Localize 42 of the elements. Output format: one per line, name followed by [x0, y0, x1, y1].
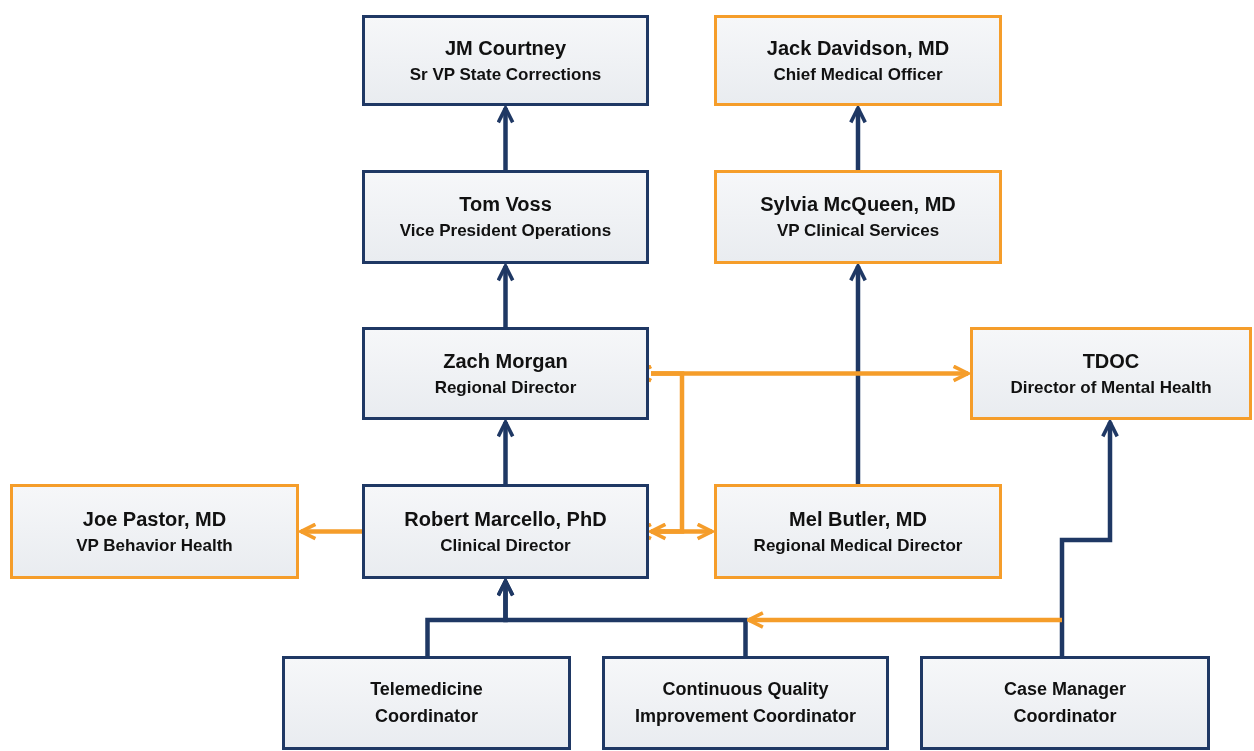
person-name: Zach Morgan — [443, 348, 568, 374]
role-title: Regional Medical Director — [753, 534, 963, 557]
person-name: JM Courtney — [444, 35, 567, 61]
org-box — [714, 15, 1002, 106]
role-title: Regional Director — [434, 376, 577, 399]
role-title: Continuous Quality Improvement Coordinator — [634, 678, 857, 728]
org-box — [714, 170, 1002, 264]
org-box — [362, 15, 649, 106]
person-name: Robert Marcello, PhD — [404, 506, 607, 532]
connector-arrow — [496, 579, 748, 656]
org-box — [714, 484, 1002, 579]
connector-arrow — [496, 420, 515, 484]
org-box — [362, 170, 649, 264]
role-title: Director of Mental Health — [1010, 376, 1212, 399]
person-name: Tom Voss — [459, 192, 552, 218]
role-title: Chief Medical Officer — [773, 63, 943, 86]
connector-arrow — [849, 264, 867, 484]
org-box — [282, 656, 571, 750]
role-title: Telemedicine Coordinator — [369, 678, 484, 728]
org-box — [602, 656, 889, 750]
role-title: VP Clinical Services — [776, 220, 940, 243]
connector-arrow — [1059, 420, 1119, 656]
person-name: TDOC — [1082, 348, 1140, 374]
person-name: Joe Pastor, MD — [82, 506, 227, 532]
role-title: Vice President Operations — [399, 220, 612, 243]
connector-arrow — [496, 106, 515, 170]
role-title: Clinical Director — [440, 534, 571, 557]
connector-arrow — [849, 106, 867, 170]
role-title: Sr VP State Corrections — [409, 63, 602, 86]
org-box — [970, 327, 1252, 420]
org-box — [920, 656, 1210, 750]
connector-arrow — [299, 522, 362, 541]
connector-arrow — [496, 264, 515, 327]
person-name: Mel Butler, MD — [789, 506, 927, 532]
org-box — [362, 327, 649, 420]
role-title: VP Behavior Health — [76, 534, 233, 557]
org-box — [362, 484, 649, 579]
person-name: Sylvia McQueen, MD — [760, 192, 956, 218]
connector-arrow — [746, 611, 1062, 629]
org-box — [10, 484, 299, 579]
person-name: Jack Davidson, MD — [766, 35, 950, 61]
role-title: Case Manager Coordinator — [1002, 678, 1128, 728]
